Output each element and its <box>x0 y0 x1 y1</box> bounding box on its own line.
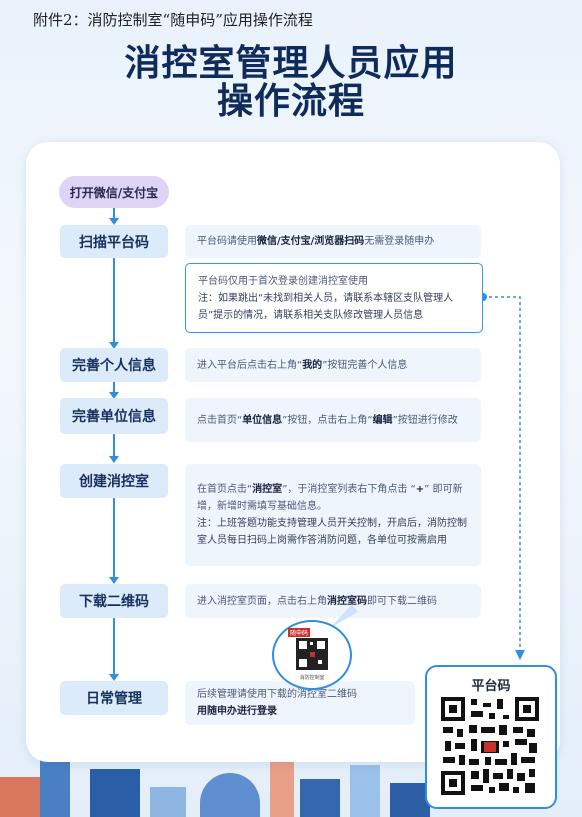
arrow-down-icon <box>109 342 119 349</box>
desc-text: 在首页点击“ <box>197 484 253 495</box>
page-title: 消控室管理人员应用 <box>124 43 458 84</box>
connector-line <box>113 434 115 462</box>
connector-line <box>113 382 115 396</box>
step-complete-personal-info: 完善个人信息 <box>60 348 168 382</box>
desc-bold: 我的 <box>302 359 323 371</box>
desc-bold: + <box>415 484 425 495</box>
desc-text: ”按钮完善个人信息 <box>322 359 408 371</box>
desc-platform-code-note: 平台码仅用于首次登录创建消控室使用 注：如果跳出“未找到相关人员，请联系本辖区支… <box>185 263 483 333</box>
desc-text: 点击首页“ <box>197 414 243 426</box>
arrow-down-icon <box>109 674 119 681</box>
desc-text: 进入平台后点击右上角“ <box>197 359 303 371</box>
callout-pointer <box>330 604 358 628</box>
connector-line <box>113 258 115 346</box>
arrow-down-icon <box>109 218 119 225</box>
desc-unit-info: 点击首页“单位信息”按钮，点击右上角“编辑”按钮进行修改 <box>185 398 481 442</box>
step-complete-unit-info: 完善单位信息 <box>60 398 168 434</box>
desc-text: 无需登录随申办 <box>364 236 435 247</box>
desc-bold: 单位信息 <box>242 414 283 426</box>
desc-text: 平台码请使用 <box>197 236 257 247</box>
step-download-qr: 下载二维码 <box>60 584 168 618</box>
desc-personal-info: 进入平台后点击右上角“我的”按钮完善个人信息 <box>185 348 481 382</box>
step-daily-management: 日常管理 <box>60 681 168 715</box>
desc-note: 注：如果跳出“未找到相关人员，请联系本辖区支队管理人员”提示的情况，请联系相关支… <box>198 292 454 321</box>
desc-bold: 消控室码 <box>327 595 367 607</box>
circle-caption: 消防控制室 <box>299 675 325 681</box>
control-room-code-preview: 随申码 消防控制室 <box>272 620 352 690</box>
platform-qr-card: 平台码 <box>425 665 557 809</box>
desc-text: ” 即可新增，新增时需填写基础信息。 <box>197 484 463 512</box>
qr-code-icon <box>296 638 328 670</box>
desc-bold: 用随申办进行登录 <box>197 706 277 717</box>
arrow-down-icon <box>109 392 119 399</box>
desc-scan-platform-code: 平台码请使用微信/支付宝/浏览器扫码无需登录随申办 <box>185 225 481 258</box>
document-header: 附件2：消防控制室“随申码”应用操作流程 <box>33 11 313 29</box>
desc-text: 平台码仅用于首次登录创建消控室使用 <box>198 275 368 287</box>
arrow-down-icon <box>109 577 119 584</box>
desc-note: 注：上班答题功能支持管理人员开关控制，开启后，消防控制室人员每日扫码上岗需作答消… <box>197 518 467 546</box>
qr-label: 平台码 <box>471 679 511 694</box>
desc-text: 进入消控室页面，点击右上角 <box>197 595 327 607</box>
desc-bold: 消控室 <box>252 484 283 495</box>
desc-text: ”按钮，点击右上角“ <box>282 414 373 426</box>
desc-text: ”按钮进行修改 <box>392 414 458 426</box>
city-skyline-illustration <box>0 747 582 817</box>
platform-qr-code-icon <box>441 697 539 795</box>
connector-line <box>113 618 115 678</box>
step-scan-platform-code: 扫描平台码 <box>60 225 168 258</box>
connector-line <box>113 208 115 222</box>
desc-bold: 微信/支付宝/浏览器扫码 <box>257 236 365 247</box>
step-create-control-room: 创建消控室 <box>60 464 168 498</box>
desc-text: 即可下载二维码 <box>367 595 437 607</box>
dashed-connector <box>479 293 525 660</box>
arrow-down-icon <box>109 456 119 463</box>
connector-line <box>113 498 115 582</box>
desc-text: 后续管理请使用下载的消控室二维码 <box>197 689 357 700</box>
desc-text: ”，于消控室列表右下角点击 “ <box>282 484 416 495</box>
desc-create-control-room: 在首页点击“消控室”，于消控室列表右下角点击 “+” 即可新增，新增时需填写基础… <box>185 464 481 566</box>
page-title-line2: 操作流程 <box>216 81 365 122</box>
start-node: 打开微信/支付宝 <box>59 176 169 208</box>
desc-download-qr: 进入消控室页面，点击右上角消控室码即可下载二维码 <box>185 584 481 618</box>
desc-bold: 编辑 <box>372 414 393 426</box>
circle-tag: 随申码 <box>288 628 311 637</box>
